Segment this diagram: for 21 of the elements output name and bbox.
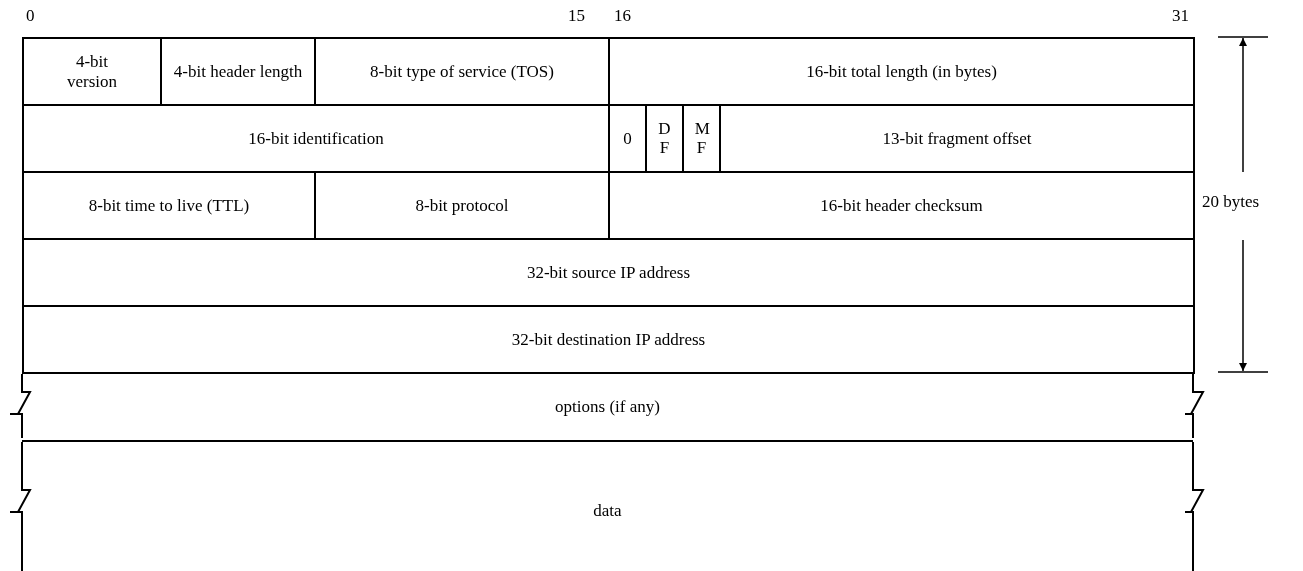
field-label: 8-bit time to live (TTL) [87, 195, 251, 216]
dimension-label: 20 bytes [1200, 192, 1262, 212]
field-label: 4-bit version [65, 51, 118, 92]
field-label: 8-bit protocol [414, 195, 510, 216]
field-label: options (if any) [554, 397, 661, 417]
field-label: 13-bit fragment offset [881, 128, 1033, 149]
field-label: 16-bit total length (in bytes) [805, 61, 998, 82]
field-cell [22, 238, 1195, 307]
field-label: D F [657, 119, 672, 158]
field-cell [22, 305, 1195, 374]
field-cell [608, 37, 1195, 106]
field-label: 32-bit destination IP address [510, 329, 707, 350]
field-label: 32-bit source IP address [525, 262, 692, 283]
field-label: 16-bit header checksum [819, 195, 984, 216]
field-label: data [592, 501, 623, 521]
field-label: 0 [622, 128, 633, 149]
field-label: 8-bit type of service (TOS) [369, 61, 555, 82]
field-label: 4-bit header length [172, 61, 304, 82]
field-label: 16-bit identification [247, 128, 385, 149]
field-cell [22, 37, 162, 106]
field-label: M F [694, 119, 709, 158]
